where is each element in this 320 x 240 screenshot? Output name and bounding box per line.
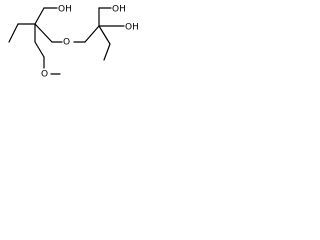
ether-oxygen-label: O xyxy=(63,38,70,48)
bond-ethyl-left-a xyxy=(8,23,19,43)
bond-right-ether-carbon xyxy=(84,25,100,43)
methoxy-oxygen-label: O xyxy=(41,70,48,80)
bond-left-quaternary-up xyxy=(34,7,45,25)
bond-left-ether-carbon xyxy=(34,23,53,43)
bond-methoxymethyl xyxy=(34,41,45,58)
hydroxyl-left-label: OH xyxy=(58,5,72,15)
hydroxyl-right-label: OH xyxy=(125,23,139,33)
chemical-structure: OH O O OH OH xyxy=(8,5,139,80)
bond-ethyl-right-a xyxy=(98,25,111,45)
bond-ethyl-right-b xyxy=(103,43,111,61)
hydroxyl-top-right-label: OH xyxy=(112,5,126,15)
